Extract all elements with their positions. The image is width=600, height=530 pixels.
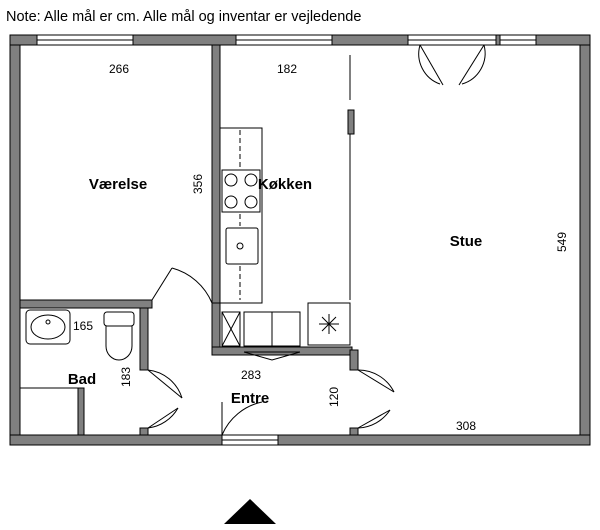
dim-stue-width: 308 — [456, 419, 476, 433]
bathroom-fixtures — [25, 309, 135, 361]
dim-entre-width: 283 — [241, 368, 261, 382]
room-label-vaerelse: Værelse — [89, 176, 147, 193]
kitchen-counter — [219, 127, 263, 304]
plan-note: Note: Alle mål er cm. Alle mål og invent… — [6, 9, 362, 25]
dim-bad-fixture: 165 — [73, 319, 93, 333]
interior-doors — [147, 267, 395, 429]
room-label-entre: Entre — [231, 390, 269, 407]
entrance-door — [221, 401, 279, 446]
dim-entre-depth: 120 — [327, 387, 341, 407]
dim-vaerelse-width: 266 — [109, 62, 129, 76]
balcony-door — [418, 44, 486, 86]
room-label-kokken: Køkken — [258, 176, 312, 193]
dim-kokken-width: 182 — [277, 62, 297, 76]
cabinets — [221, 302, 351, 361]
room-label-bad: Bad — [68, 371, 96, 388]
dim-stue-depth: 549 — [555, 232, 569, 252]
room-label-stue: Stue — [450, 233, 483, 250]
interior-walls — [19, 44, 359, 436]
dim-vaerelse-depth: 356 — [191, 174, 205, 194]
dim-bad-depth: 183 — [119, 367, 133, 387]
triangle-up-icon — [224, 499, 276, 524]
outer-walls — [9, 34, 591, 446]
windows — [36, 34, 537, 46]
